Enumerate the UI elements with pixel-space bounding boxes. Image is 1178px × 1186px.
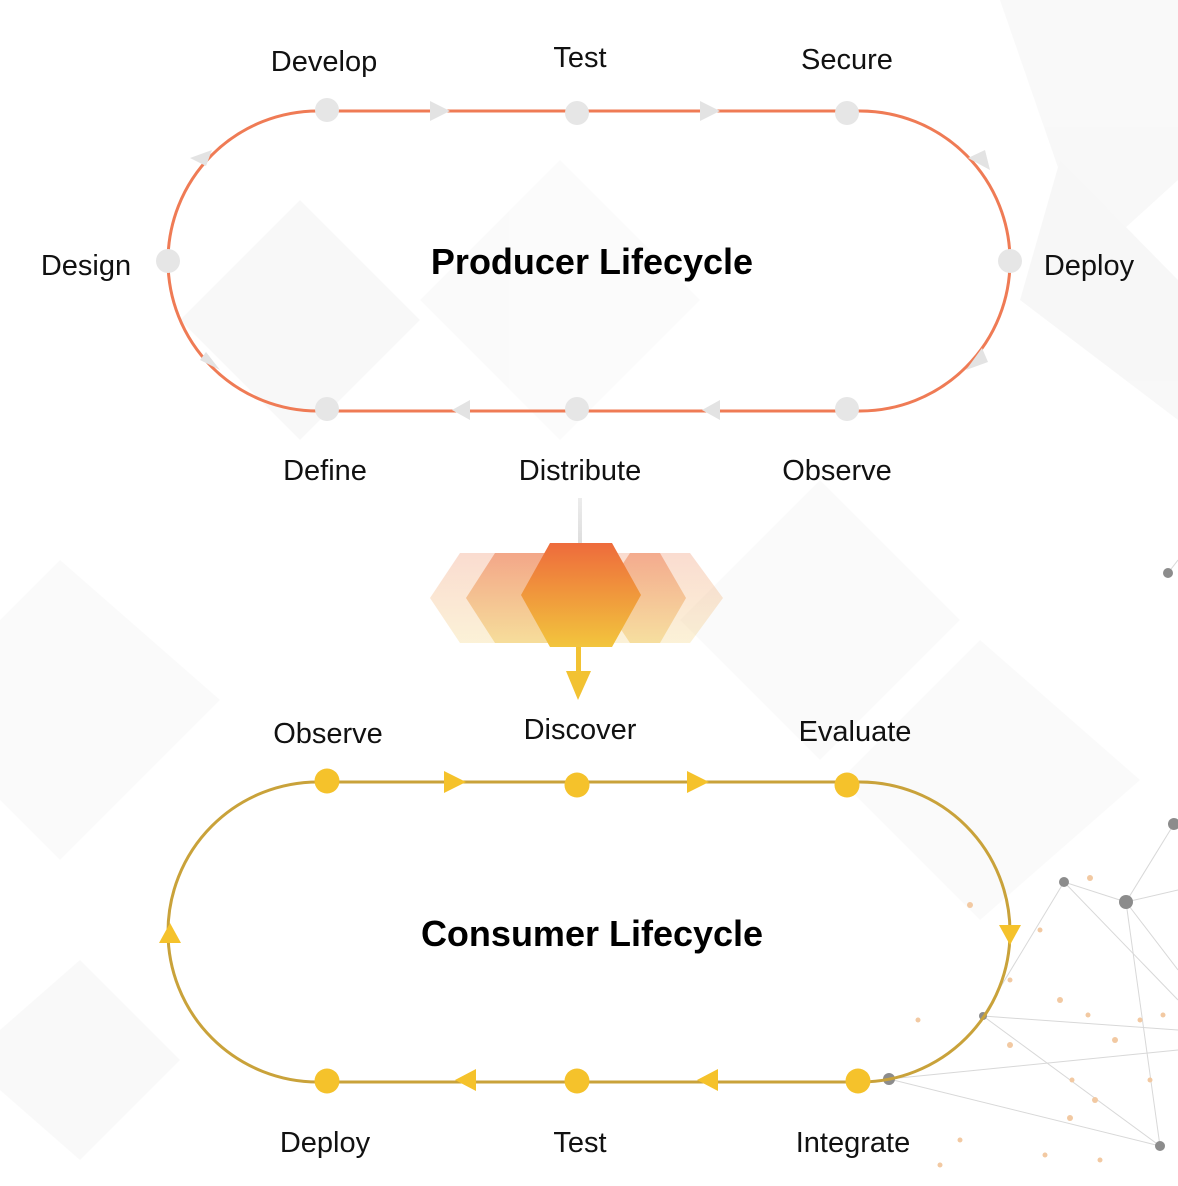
producer-node-test[interactable]: [565, 101, 589, 125]
producer-node-observe[interactable]: [835, 397, 859, 421]
consumer-label-integrate: Integrate: [796, 1127, 910, 1159]
consumer-lifecycle: Observe Discover Evaluate Deploy Test In…: [159, 714, 1021, 1159]
producer-label-test: Test: [553, 42, 606, 74]
producer-direction-arrows: [190, 101, 990, 420]
arrow-down-icon: [999, 925, 1021, 945]
consumer-node-discover[interactable]: [564, 772, 590, 798]
arrow-down-icon: [968, 150, 990, 170]
arrow-down-icon: [966, 348, 988, 370]
producer-node-secure[interactable]: [835, 101, 859, 125]
producer-node-design[interactable]: [156, 249, 180, 273]
arrow-right-icon: [700, 101, 720, 121]
producer-label-observe: Observe: [782, 455, 892, 487]
consumer-node-integrate[interactable]: [845, 1068, 871, 1094]
producer-node-deploy[interactable]: [998, 249, 1022, 273]
hexagon-shape-main: [521, 543, 641, 647]
producer-node-distribute[interactable]: [565, 397, 589, 421]
consumer-label-deploy: Deploy: [280, 1127, 371, 1159]
connector-arrow-shaft: [576, 647, 581, 673]
consumer-label-evaluate: Evaluate: [799, 716, 912, 748]
producer-label-design: Design: [41, 250, 131, 282]
producer-title: Producer Lifecycle: [431, 241, 753, 282]
arrow-right-icon: [430, 101, 450, 121]
arrow-left-icon: [455, 1069, 476, 1091]
producer-label-distribute: Distribute: [519, 455, 642, 487]
consumer-node-test[interactable]: [564, 1068, 590, 1094]
consumer-node-observe[interactable]: [314, 768, 340, 794]
producer-label-secure: Secure: [801, 44, 893, 76]
arrow-up-icon: [190, 150, 212, 166]
producer-label-deploy: Deploy: [1044, 250, 1135, 282]
arrow-left-icon: [452, 400, 470, 420]
arrow-right-icon: [687, 771, 709, 793]
arrow-left-icon: [697, 1069, 718, 1091]
producer-lifecycle: Develop Test Secure Design Deploy Define…: [41, 42, 1135, 487]
network-decoration: [883, 559, 1178, 1168]
producer-loop-track: [166, 109, 1012, 413]
arrow-right-icon: [444, 771, 466, 793]
consumer-label-test: Test: [553, 1127, 606, 1159]
connector-stem: [578, 498, 582, 548]
consumer-direction-arrows: [159, 771, 1021, 1091]
producer-label-develop: Develop: [271, 46, 377, 78]
producer-node-develop[interactable]: [315, 98, 339, 122]
arrow-left-icon: [702, 400, 720, 420]
arrow-up-icon: [159, 923, 181, 943]
consumer-label-discover: Discover: [524, 714, 637, 746]
consumer-label-observe: Observe: [273, 718, 383, 750]
background-pattern: [0, 0, 1178, 1160]
arrow-down-icon: [566, 671, 591, 700]
consumer-title: Consumer Lifecycle: [421, 913, 763, 954]
producer-node-define[interactable]: [315, 397, 339, 421]
consumer-node-evaluate[interactable]: [834, 772, 860, 798]
consumer-node-deploy[interactable]: [314, 1068, 340, 1094]
arrow-up-icon: [200, 352, 220, 370]
distribution-connector: [430, 498, 723, 700]
producer-label-define: Define: [283, 455, 367, 487]
